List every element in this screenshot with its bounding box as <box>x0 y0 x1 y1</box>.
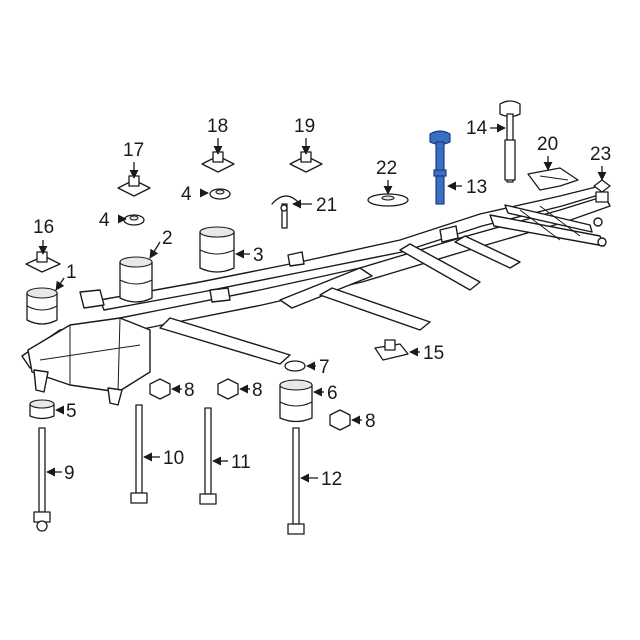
callout-10: 10 <box>163 448 184 469</box>
callout-11: 11 <box>231 452 251 473</box>
callout-numbers: 1 2 3 4 4 5 6 7 8 8 8 9 10 11 12 13 14 1… <box>33 116 611 490</box>
insulator-5[interactable] <box>29 399 55 420</box>
body-mount-2[interactable] <box>119 256 153 303</box>
pad-18[interactable] <box>201 151 235 173</box>
bolt-9[interactable] <box>33 427 51 532</box>
body-mount-6[interactable] <box>279 379 313 423</box>
callout-2: 2 <box>162 228 173 249</box>
washer-4b[interactable] <box>209 188 231 200</box>
callout-17: 17 <box>123 140 144 161</box>
body-mount-3[interactable] <box>199 226 235 273</box>
callout-8c: 8 <box>365 411 376 432</box>
bolt-13-highlighted[interactable] <box>429 130 451 205</box>
washer-7[interactable] <box>284 360 306 372</box>
callout-14: 14 <box>466 118 488 139</box>
pad-17[interactable] <box>117 175 151 197</box>
callout-5: 5 <box>66 401 77 422</box>
plug-22[interactable] <box>367 193 409 207</box>
bracket-20[interactable] <box>527 167 579 191</box>
callout-19: 19 <box>294 116 315 137</box>
vehicle-frame <box>21 185 611 406</box>
callout-9: 9 <box>64 463 75 484</box>
callout-13: 13 <box>466 177 487 198</box>
callout-18: 18 <box>207 116 228 137</box>
bolt-12[interactable] <box>287 427 305 535</box>
bracket-15[interactable] <box>374 339 409 361</box>
callout-6: 6 <box>327 383 338 404</box>
nut-8a[interactable] <box>149 378 171 400</box>
callout-12: 12 <box>321 469 342 490</box>
nut-8c[interactable] <box>329 409 351 431</box>
bolt-10[interactable] <box>130 404 148 504</box>
callout-21: 21 <box>316 195 337 216</box>
stud-21[interactable] <box>271 195 301 229</box>
callout-3: 3 <box>253 245 264 266</box>
callout-4b: 4 <box>181 184 192 205</box>
callout-15: 15 <box>423 343 444 364</box>
fastener-23[interactable] <box>593 179 611 203</box>
callout-22: 22 <box>376 158 397 179</box>
pad-19[interactable] <box>289 151 323 173</box>
bolt-14[interactable] <box>499 100 521 183</box>
body-mount-1[interactable] <box>26 287 58 325</box>
bolt-11[interactable] <box>199 407 217 505</box>
callout-16: 16 <box>33 217 54 238</box>
callout-1: 1 <box>66 262 77 283</box>
callout-23: 23 <box>590 144 611 165</box>
washer-4a[interactable] <box>123 214 145 226</box>
callout-7: 7 <box>319 357 330 378</box>
callout-8a: 8 <box>184 380 195 401</box>
pad-16[interactable] <box>25 251 61 273</box>
callout-4a: 4 <box>99 210 110 231</box>
callout-20: 20 <box>537 134 558 155</box>
callout-8b: 8 <box>252 380 263 401</box>
leader-lines <box>38 123 607 483</box>
nut-8b[interactable] <box>217 378 239 400</box>
